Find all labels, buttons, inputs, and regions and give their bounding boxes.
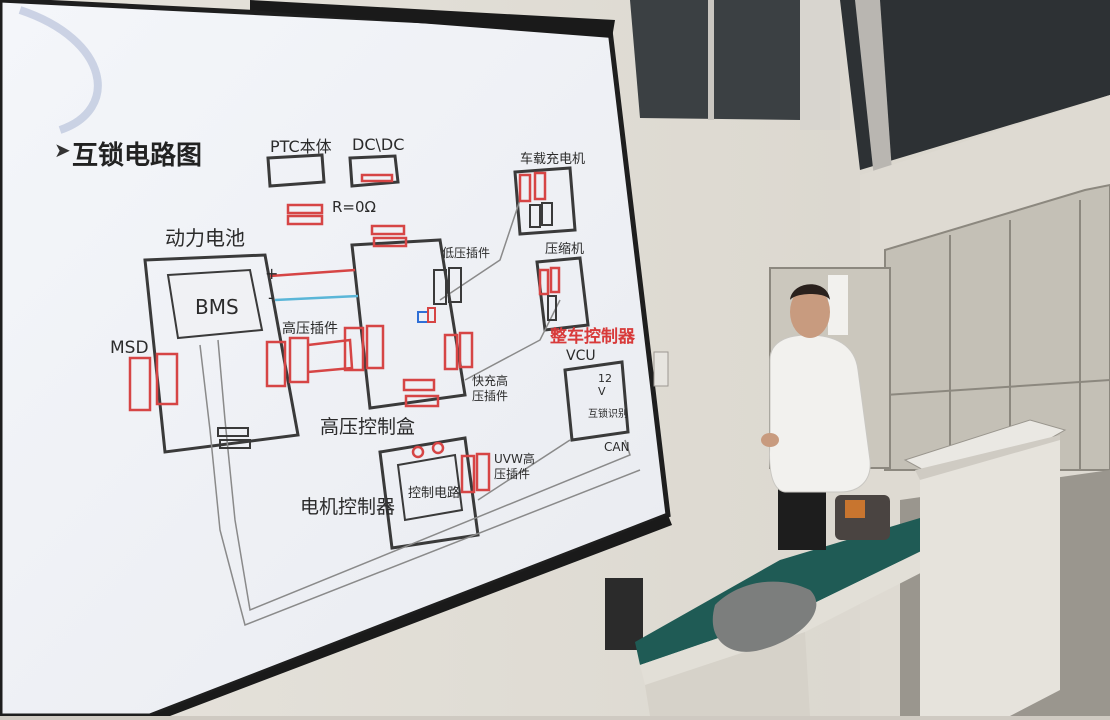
label-dcdc: DC\DC — [352, 135, 405, 154]
label-minus: - — [268, 288, 274, 307]
title-arrow-icon: ➤ — [54, 138, 71, 162]
label-ptc: PTC本体 — [270, 137, 332, 156]
label-battery: 动力电池 — [165, 226, 245, 250]
label-msd: MSD — [110, 338, 149, 358]
label-v12: 12 V — [598, 372, 612, 398]
label-hv-plug: 高压插件 — [282, 321, 338, 337]
label-vcu: VCU — [566, 348, 596, 364]
label-fast-charge: 快充高 压插件 — [472, 374, 509, 403]
label-plus: + — [265, 264, 279, 283]
label-interlock-id: 互锁识别 — [588, 409, 628, 420]
label-vcu-cn: 整车控制器 — [550, 327, 635, 347]
label-r0: R=0Ω — [332, 198, 376, 216]
label-uvw: UVW高 压插件 — [494, 452, 535, 481]
label-charger: 车载充电机 — [520, 152, 586, 167]
label-compressor: 压缩机 — [545, 242, 585, 257]
label-motor-ctrl: 电机控制器 — [300, 496, 396, 518]
label-can: CAN — [604, 440, 630, 454]
label-ctrl-circuit: 控制电路 — [408, 486, 461, 501]
label-bms: BMS — [195, 295, 239, 319]
label-lv-plug: 低压插件 — [442, 246, 491, 260]
slide-title: 互锁电路图 — [72, 141, 203, 171]
label-hv-box: 高压控制盒 — [320, 416, 416, 438]
